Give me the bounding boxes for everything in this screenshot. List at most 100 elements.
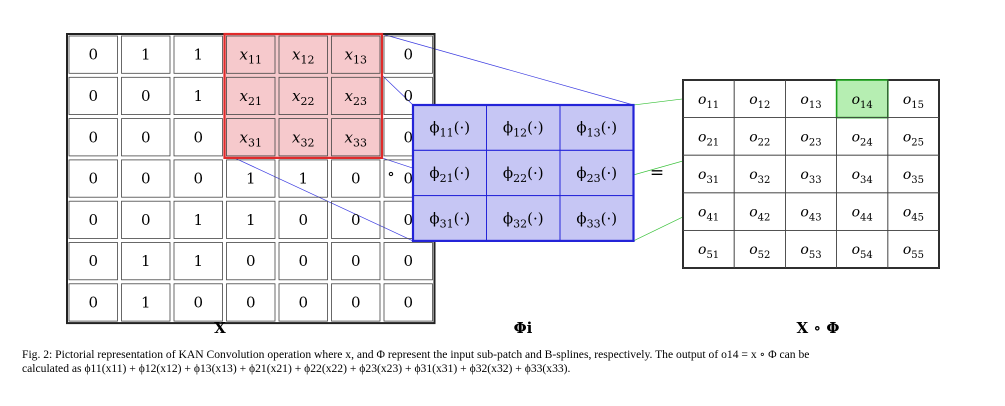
matrix-x-value: x12 xyxy=(292,46,314,67)
output-value: o13 xyxy=(800,92,821,111)
phi-value: ϕ32(·) xyxy=(503,209,544,230)
output-value: o41 xyxy=(698,205,719,224)
matrix-x-value: 0 xyxy=(403,128,413,146)
output-value: o52 xyxy=(749,242,770,261)
matrix-x-cell: x32 xyxy=(278,118,328,157)
connector-line-blue xyxy=(381,75,414,106)
matrix-x-cell: x22 xyxy=(278,76,328,116)
output-value: o23 xyxy=(800,129,821,148)
output-value: o33 xyxy=(800,167,821,186)
matrix-x-cell: 0 xyxy=(331,200,381,239)
output-value: o44 xyxy=(852,205,873,224)
output-border xyxy=(682,79,940,269)
output-value: o32 xyxy=(749,167,770,186)
output-value: o51 xyxy=(698,242,719,261)
output-value: o45 xyxy=(903,205,924,224)
matrix-x-cell: 0 xyxy=(173,159,223,198)
matrix-x-cell: 0 xyxy=(121,159,171,198)
phi-value: ϕ13(·) xyxy=(576,119,617,140)
matrix-x-value: 0 xyxy=(298,293,308,311)
matrix-x-cell: 0 xyxy=(226,283,276,322)
matrix-x-value: 1 xyxy=(141,46,151,64)
matrix-x-cell: 0 xyxy=(278,200,328,239)
matrix-x-value: 0 xyxy=(193,293,203,311)
matrix-x-value: 0 xyxy=(246,252,256,270)
matrix-x-value: 0 xyxy=(88,170,98,188)
matrix-x-value: x22 xyxy=(292,87,314,108)
matrix-x-value: 0 xyxy=(88,87,98,105)
phi-cell: ϕ33(·) xyxy=(559,195,634,242)
matrix-out-label: X ∘ Φ xyxy=(797,319,840,337)
phi-value: ϕ23(·) xyxy=(576,164,617,185)
matrix-x-cell: 1 xyxy=(173,35,223,74)
matrix-x-cell: 1 xyxy=(173,242,223,281)
matrix-x-value: x31 xyxy=(240,128,262,149)
output-value: o14 xyxy=(852,92,873,111)
output-value: o21 xyxy=(698,129,719,148)
matrix-x-cell: x12 xyxy=(278,35,328,74)
matrix-x-value: 0 xyxy=(246,293,256,311)
matrix-x-cell: 0 xyxy=(278,283,328,322)
matrix-x-value: 0 xyxy=(88,211,98,229)
matrix-x-cell: 0 xyxy=(383,35,433,74)
matrix-x-cell: 0 xyxy=(226,242,276,281)
matrix-x-value: 1 xyxy=(193,211,203,229)
output-value: o25 xyxy=(903,129,924,148)
output-value: o55 xyxy=(903,242,924,261)
matrix-x-value: 0 xyxy=(193,128,203,146)
output-value: o34 xyxy=(852,167,873,186)
matrix-x-cell: 0 xyxy=(331,159,381,198)
matrix-x-value: 0 xyxy=(141,128,151,146)
matrix-x-value: x21 xyxy=(240,87,262,108)
matrix-x-cell: 0 xyxy=(68,242,118,281)
matrix-x-cell: 1 xyxy=(121,242,171,281)
matrix-x-value: x11 xyxy=(240,46,262,67)
matrix-x-value: x23 xyxy=(345,87,367,108)
output-value: o54 xyxy=(852,242,873,261)
matrix-x-cell: 0 xyxy=(68,118,118,157)
phi-border xyxy=(411,103,635,242)
matrix-x-cell: 0 xyxy=(278,242,328,281)
matrix-x-value: 0 xyxy=(403,252,413,270)
matrix-x-cell: 0 xyxy=(383,76,433,116)
matrix-x-cell: x11 xyxy=(226,35,276,74)
matrix-x-cell: 1 xyxy=(173,76,223,116)
output-cell: o14 xyxy=(835,79,889,119)
connector-line-blue xyxy=(234,157,414,242)
output-value: o31 xyxy=(698,167,719,186)
matrix-x-cell: 0 xyxy=(121,118,171,157)
matrix-x-cell: 0 xyxy=(68,200,118,239)
equals-operator: = xyxy=(650,163,664,183)
connector-line-blue xyxy=(381,33,634,106)
matrix-x-value: 0 xyxy=(403,87,413,105)
matrix-x-cell: 1 xyxy=(226,200,276,239)
output-value: o43 xyxy=(800,205,821,224)
output-value: o53 xyxy=(800,242,821,261)
compose-operator: ∘ xyxy=(387,164,395,183)
matrix-x-value: 0 xyxy=(298,252,308,270)
matrix-x-cell: x31 xyxy=(226,118,276,157)
matrix-x-value: 1 xyxy=(141,252,151,270)
caption-line-2: calculated as ϕ11(x11) + ϕ12(x12) + ϕ13(… xyxy=(22,362,571,375)
matrix-x-cell: 0 xyxy=(68,76,118,116)
matrix-x-value: 1 xyxy=(193,87,203,105)
matrix-x-value: 0 xyxy=(88,293,98,311)
matrix-x-cell: 0 xyxy=(383,283,433,322)
matrix-x-cell: 0 xyxy=(383,242,433,281)
output-value: o35 xyxy=(903,167,924,186)
matrix-x-value: x32 xyxy=(292,128,314,149)
matrix-x-cell: 1 xyxy=(173,200,223,239)
matrix-x-value: 0 xyxy=(88,46,98,64)
matrix-x-cell: x21 xyxy=(226,76,276,116)
matrix-x-cell: 0 xyxy=(68,35,118,74)
phi-value: ϕ33(·) xyxy=(576,209,617,230)
matrix-x-value: 1 xyxy=(141,293,151,311)
phi-value: ϕ21(·) xyxy=(429,164,470,185)
matrix-x-value: 0 xyxy=(141,87,151,105)
matrix-x-cell: 1 xyxy=(121,35,171,74)
matrix-x-value: 0 xyxy=(403,293,413,311)
matrix-x-cell: 1 xyxy=(278,159,328,198)
